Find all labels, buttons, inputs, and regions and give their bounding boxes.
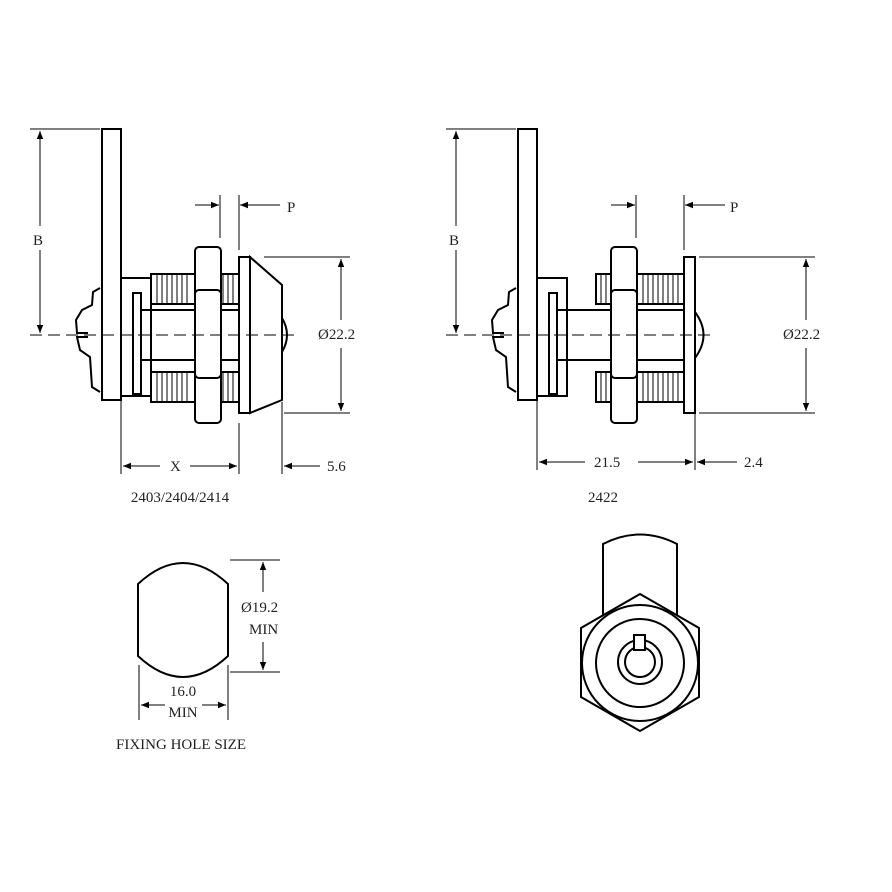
face-ring [595, 618, 685, 708]
dim-length-label: 21.5 [594, 455, 620, 471]
cam-plate [517, 128, 538, 401]
cam-plate [602, 533, 678, 615]
fixing-hole-caption: FIXING HOLE SIZE [116, 737, 246, 753]
nut-inner [194, 289, 222, 379]
dim-diameter-label: Ø22.2 [318, 327, 355, 343]
washer [548, 292, 558, 395]
dim-p-label: P [287, 200, 295, 216]
dim-hole-width-label: 16.0 [170, 684, 196, 700]
dim-hole-diameter-label: Ø19.2 [241, 600, 278, 616]
fixing-hole-view: Ø19.2 MIN 16.0 MIN FIXING HOLE SIZE [116, 559, 280, 753]
hole-outline [137, 562, 229, 678]
screw-head [490, 287, 517, 393]
caption-2403: 2403/2404/2414 [131, 490, 230, 506]
dim-offset-label: 2.4 [744, 455, 763, 471]
dim-diameter-label: Ø22.2 [783, 327, 820, 343]
lock-front-view [580, 533, 700, 733]
nut-inner [610, 289, 638, 379]
dim-hole-width-min: MIN [168, 705, 197, 721]
dim-offset-label: 5.6 [327, 459, 346, 475]
dim-b-label: B [33, 233, 43, 249]
thread [595, 273, 685, 403]
lock-side-view-2403: B P Ø22.2 X 5.6 2403/2404/2414 [30, 128, 355, 506]
lock-side-view-2422: B P Ø22.2 21.5 2.4 2422 [446, 128, 820, 506]
dim-b-label: B [449, 233, 459, 249]
screw-head [74, 287, 101, 393]
washer [132, 292, 142, 395]
caption-2422: 2422 [588, 490, 618, 506]
flange-ring [581, 604, 699, 722]
dim-hole-diameter-min: MIN [249, 622, 278, 638]
dim-x-label: X [170, 459, 181, 475]
dim-p-label: P [730, 200, 738, 216]
key-notch [633, 634, 646, 651]
cam-plate [101, 128, 122, 401]
